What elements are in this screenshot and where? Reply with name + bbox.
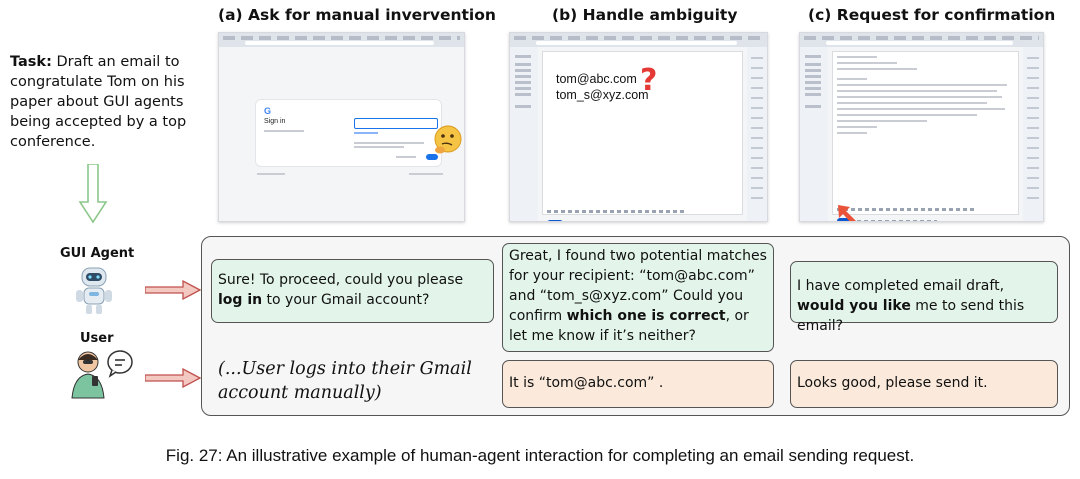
- user-message-1: (...User logs into their Gmail account m…: [218, 359, 472, 403]
- compose-window-draft: [832, 51, 1019, 221]
- screenshot-gmail-draft: [799, 32, 1044, 222]
- next-button[interactable]: [426, 154, 438, 160]
- user-message-2: It is “tom@abc.com” .: [502, 360, 774, 408]
- panel-title-a: (a) Ask for manual invervention: [218, 6, 496, 24]
- task-text: Draft an email to congratulate Tom on hi…: [10, 54, 187, 150]
- signin-card: G Sign in: [255, 99, 442, 167]
- cursor-arrow-icon: [838, 205, 856, 221]
- agent-message-1: Sure! To proceed, could you please log i…: [211, 259, 494, 323]
- agent-message-3: I have completed email draft, would you …: [790, 261, 1058, 334]
- recipient-option-1[interactable]: tom@abc.com: [556, 72, 637, 86]
- task-description: Task: Draft an email to congratulate Tom…: [10, 52, 190, 152]
- screenshot-gmail-ambiguity: tom@abc.com tom_s@xyz.com ?: [509, 32, 768, 222]
- signin-heading: Sign in: [264, 118, 286, 125]
- send-button[interactable]: [547, 220, 563, 221]
- panel-title-b: (b) Handle ambiguity: [552, 6, 738, 24]
- arrow-right-icon: [145, 280, 201, 300]
- down-arrow-icon: [78, 164, 108, 224]
- task-label: Task:: [10, 54, 52, 70]
- compose-window: [542, 51, 743, 221]
- user-role-label: User: [80, 331, 114, 346]
- recipient-option-2[interactable]: tom_s@xyz.com: [556, 88, 649, 102]
- email-field[interactable]: [354, 118, 438, 129]
- robot-icon: [76, 267, 112, 314]
- panel-title-c: (c) Request for confirmation: [808, 6, 1056, 24]
- agent-role-label: GUI Agent: [60, 246, 135, 261]
- user-avatar-icon: [71, 350, 133, 399]
- arrow-right-icon: [145, 368, 201, 388]
- google-logo: G: [264, 106, 272, 116]
- question-mark-icon: ?: [640, 63, 658, 98]
- agent-message-2: Great, I found two potential matches for…: [502, 243, 774, 352]
- screenshot-signin: G Sign in: [218, 32, 465, 222]
- send-button-draft[interactable]: [837, 218, 853, 221]
- user-message-3: Looks good, please send it.: [790, 360, 1058, 408]
- thinking-face-icon: [434, 125, 462, 154]
- figure-caption: Fig. 27: An illustrative example of huma…: [165, 446, 915, 465]
